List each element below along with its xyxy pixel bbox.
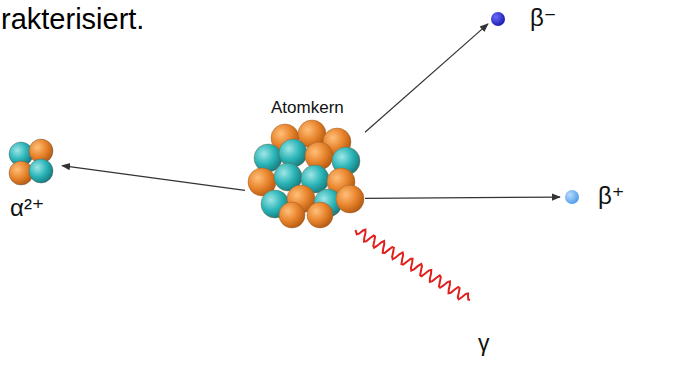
particle-label: α²⁺: [10, 194, 45, 222]
nucleus: Atomkern: [245, 98, 365, 230]
electron-dot: [491, 12, 505, 26]
particle-label: β⁻: [530, 4, 556, 32]
node-heading: Atomkern: [271, 98, 344, 118]
slide-text: rakterisiert.: [1, 3, 144, 36]
particle-label: γ: [478, 330, 490, 357]
beta-plus-particle: β⁺: [560, 182, 634, 214]
particle-label: β⁺: [598, 182, 624, 210]
positron-dot: [565, 190, 579, 204]
beta-minus-particle: β⁻: [488, 4, 570, 36]
gamma-wave: [355, 230, 470, 300]
nucleus-cluster: [248, 120, 364, 228]
emission-arrow: [365, 197, 560, 198]
alpha-cluster: [9, 139, 53, 185]
emission-arrow: [62, 166, 245, 191]
gamma-ray: γ: [462, 300, 504, 360]
alpha-particle: α²⁺: [4, 138, 62, 230]
emission-arrow: [365, 24, 488, 132]
